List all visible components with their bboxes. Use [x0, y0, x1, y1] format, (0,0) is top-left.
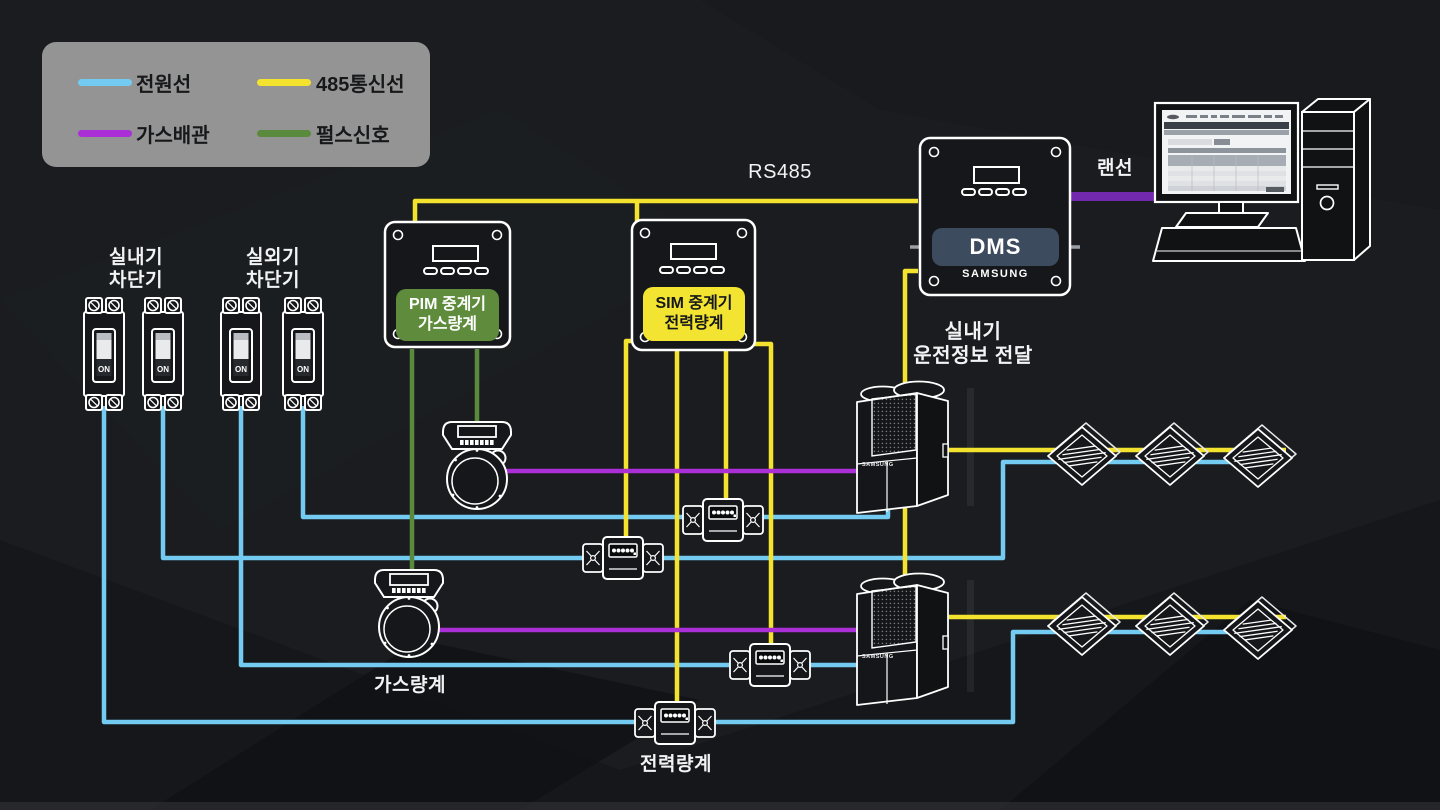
gas-meter-2	[374, 569, 444, 658]
gas-meter-1	[442, 421, 512, 510]
cassette-unit-row2-3	[1223, 596, 1297, 660]
legend-label-pulse-signal: 펄스신호	[316, 125, 390, 147]
pc-stand	[1175, 201, 1269, 228]
legend-label-485-line: 485통신선	[316, 74, 405, 96]
legend-label-gas-pipe: 가스배관	[136, 125, 210, 147]
cassette-unit-row1-1	[1047, 422, 1121, 486]
gas-pipes	[425, 468, 862, 633]
outdoor-unit-1: SAMSUNG	[856, 380, 949, 514]
pim-relay-label: PIM 중계기 가스량계	[396, 289, 499, 341]
pim-display	[432, 245, 479, 262]
power-line-breaker3-outdoor2	[238, 406, 860, 668]
outdoor-unit-2: SAMSUNG	[856, 572, 949, 706]
legend-swatch-power-line	[78, 79, 132, 86]
grille-panel	[871, 393, 917, 457]
circuit-breaker-indoor-1: ON	[83, 297, 125, 411]
rs485-label: RS485	[748, 161, 812, 183]
legend: 전원선 485통신선 가스배관 펄스신호	[42, 42, 430, 167]
lan-label: 랜선	[1097, 158, 1133, 179]
sim-relay-label: SIM 중계기 전력량계	[643, 287, 745, 341]
circuit-breaker-indoor-2: ON	[142, 297, 184, 411]
power-meter-a	[682, 498, 764, 542]
cassette-unit-row1-2	[1135, 422, 1209, 486]
breaker-on-label: ON	[297, 365, 309, 374]
power-meter-c	[729, 643, 811, 687]
tower-slot	[1316, 184, 1339, 190]
dms-brand-label: SAMSUNG	[962, 268, 1029, 280]
power-line-breaker4-outdoor1	[300, 406, 891, 520]
legend-swatch-485-line	[257, 79, 311, 86]
pc-tower	[1301, 98, 1371, 261]
sim-display	[670, 243, 717, 260]
grille-panel	[871, 585, 917, 649]
pc-monitor	[1153, 101, 1300, 204]
rs485-trunk	[412, 198, 918, 226]
power-meter-d	[634, 701, 716, 745]
indoor-breaker-label: 실내기 차단기	[109, 247, 163, 292]
legend-swatch-gas-pipe	[78, 130, 132, 137]
pc-keyboard	[1152, 227, 1306, 262]
sim-line-meterC	[753, 341, 774, 648]
legend-label-power-line: 전원선	[136, 74, 192, 96]
cassette-unit-row2-2	[1135, 592, 1209, 656]
sim-dip-switches	[659, 266, 725, 274]
indoor-info-label: 실내기 운전정보 전달	[913, 321, 1033, 368]
breaker-on-label: ON	[98, 365, 110, 374]
circuit-breaker-outdoor-2: ON	[282, 297, 324, 411]
power-meter-b	[582, 536, 664, 580]
tower-power-button	[1319, 195, 1335, 211]
legend-swatch-pulse-signal	[257, 130, 311, 137]
dms-display	[973, 166, 1020, 184]
pulse-lines	[409, 349, 480, 578]
outdoor-unit-brand: SAMSUNG	[862, 462, 894, 468]
pim-dip-switches	[423, 267, 489, 275]
circuit-breaker-outdoor-1: ON	[220, 297, 262, 411]
power-meter-label: 전력량계	[640, 754, 712, 775]
cassette-unit-row1-3	[1223, 424, 1297, 488]
dms-label: DMS	[932, 228, 1059, 266]
breaker-on-label: ON	[235, 365, 247, 374]
sim-line-meterB	[623, 338, 632, 542]
dms-dip-switches	[961, 188, 1027, 196]
outdoor-unit-brand: SAMSUNG	[862, 654, 894, 660]
breaker-on-label: ON	[157, 365, 169, 374]
cassette-unit-row2-1	[1047, 592, 1121, 656]
outdoor-breaker-label: 실외기 차단기	[246, 247, 300, 292]
gas-meter-label: 가스량계	[374, 675, 446, 696]
